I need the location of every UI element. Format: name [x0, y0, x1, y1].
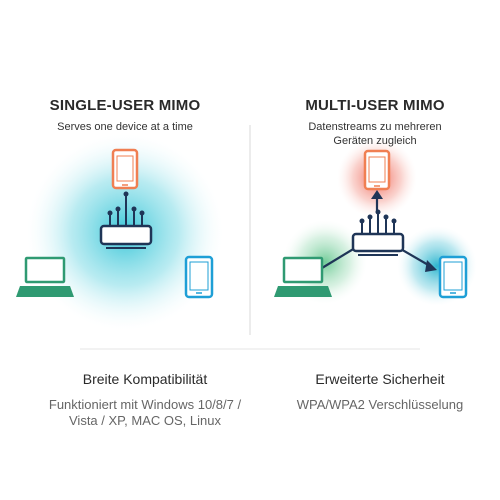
tablet-icon: [438, 255, 468, 299]
multi-user-subtitle-line1: Datenstreams zu mehreren: [308, 121, 442, 133]
laptop-icon: [274, 256, 332, 297]
single-user-title: SINGLE-USER MIMO: [49, 97, 201, 114]
smartphone-icon: [111, 148, 139, 190]
multi-user-subtitle-line2: Geräten zugleich: [333, 135, 417, 147]
multi-user-title: MULTI-USER MIMO: [305, 97, 445, 114]
router-icon: [351, 209, 405, 256]
feature-security-body: WPA/WPA2 Verschlüsselung: [296, 397, 464, 412]
feature-compatibility-line2: Vista / XP, MAC OS, Linux: [69, 413, 221, 428]
feature-compatibility-line1: Funktioniert mit Windows 10/8/7 /: [48, 397, 242, 412]
tablet-icon: [184, 255, 214, 299]
feature-security-title: Erweiterte Sicherheit: [315, 371, 445, 387]
laptop-icon: [16, 256, 74, 297]
router-icon: [99, 191, 153, 249]
feature-compatibility-title: Breite Kompatibilität: [82, 371, 208, 387]
smartphone-icon: [363, 149, 391, 191]
single-user-subtitle: Serves one device at a time: [57, 121, 193, 133]
